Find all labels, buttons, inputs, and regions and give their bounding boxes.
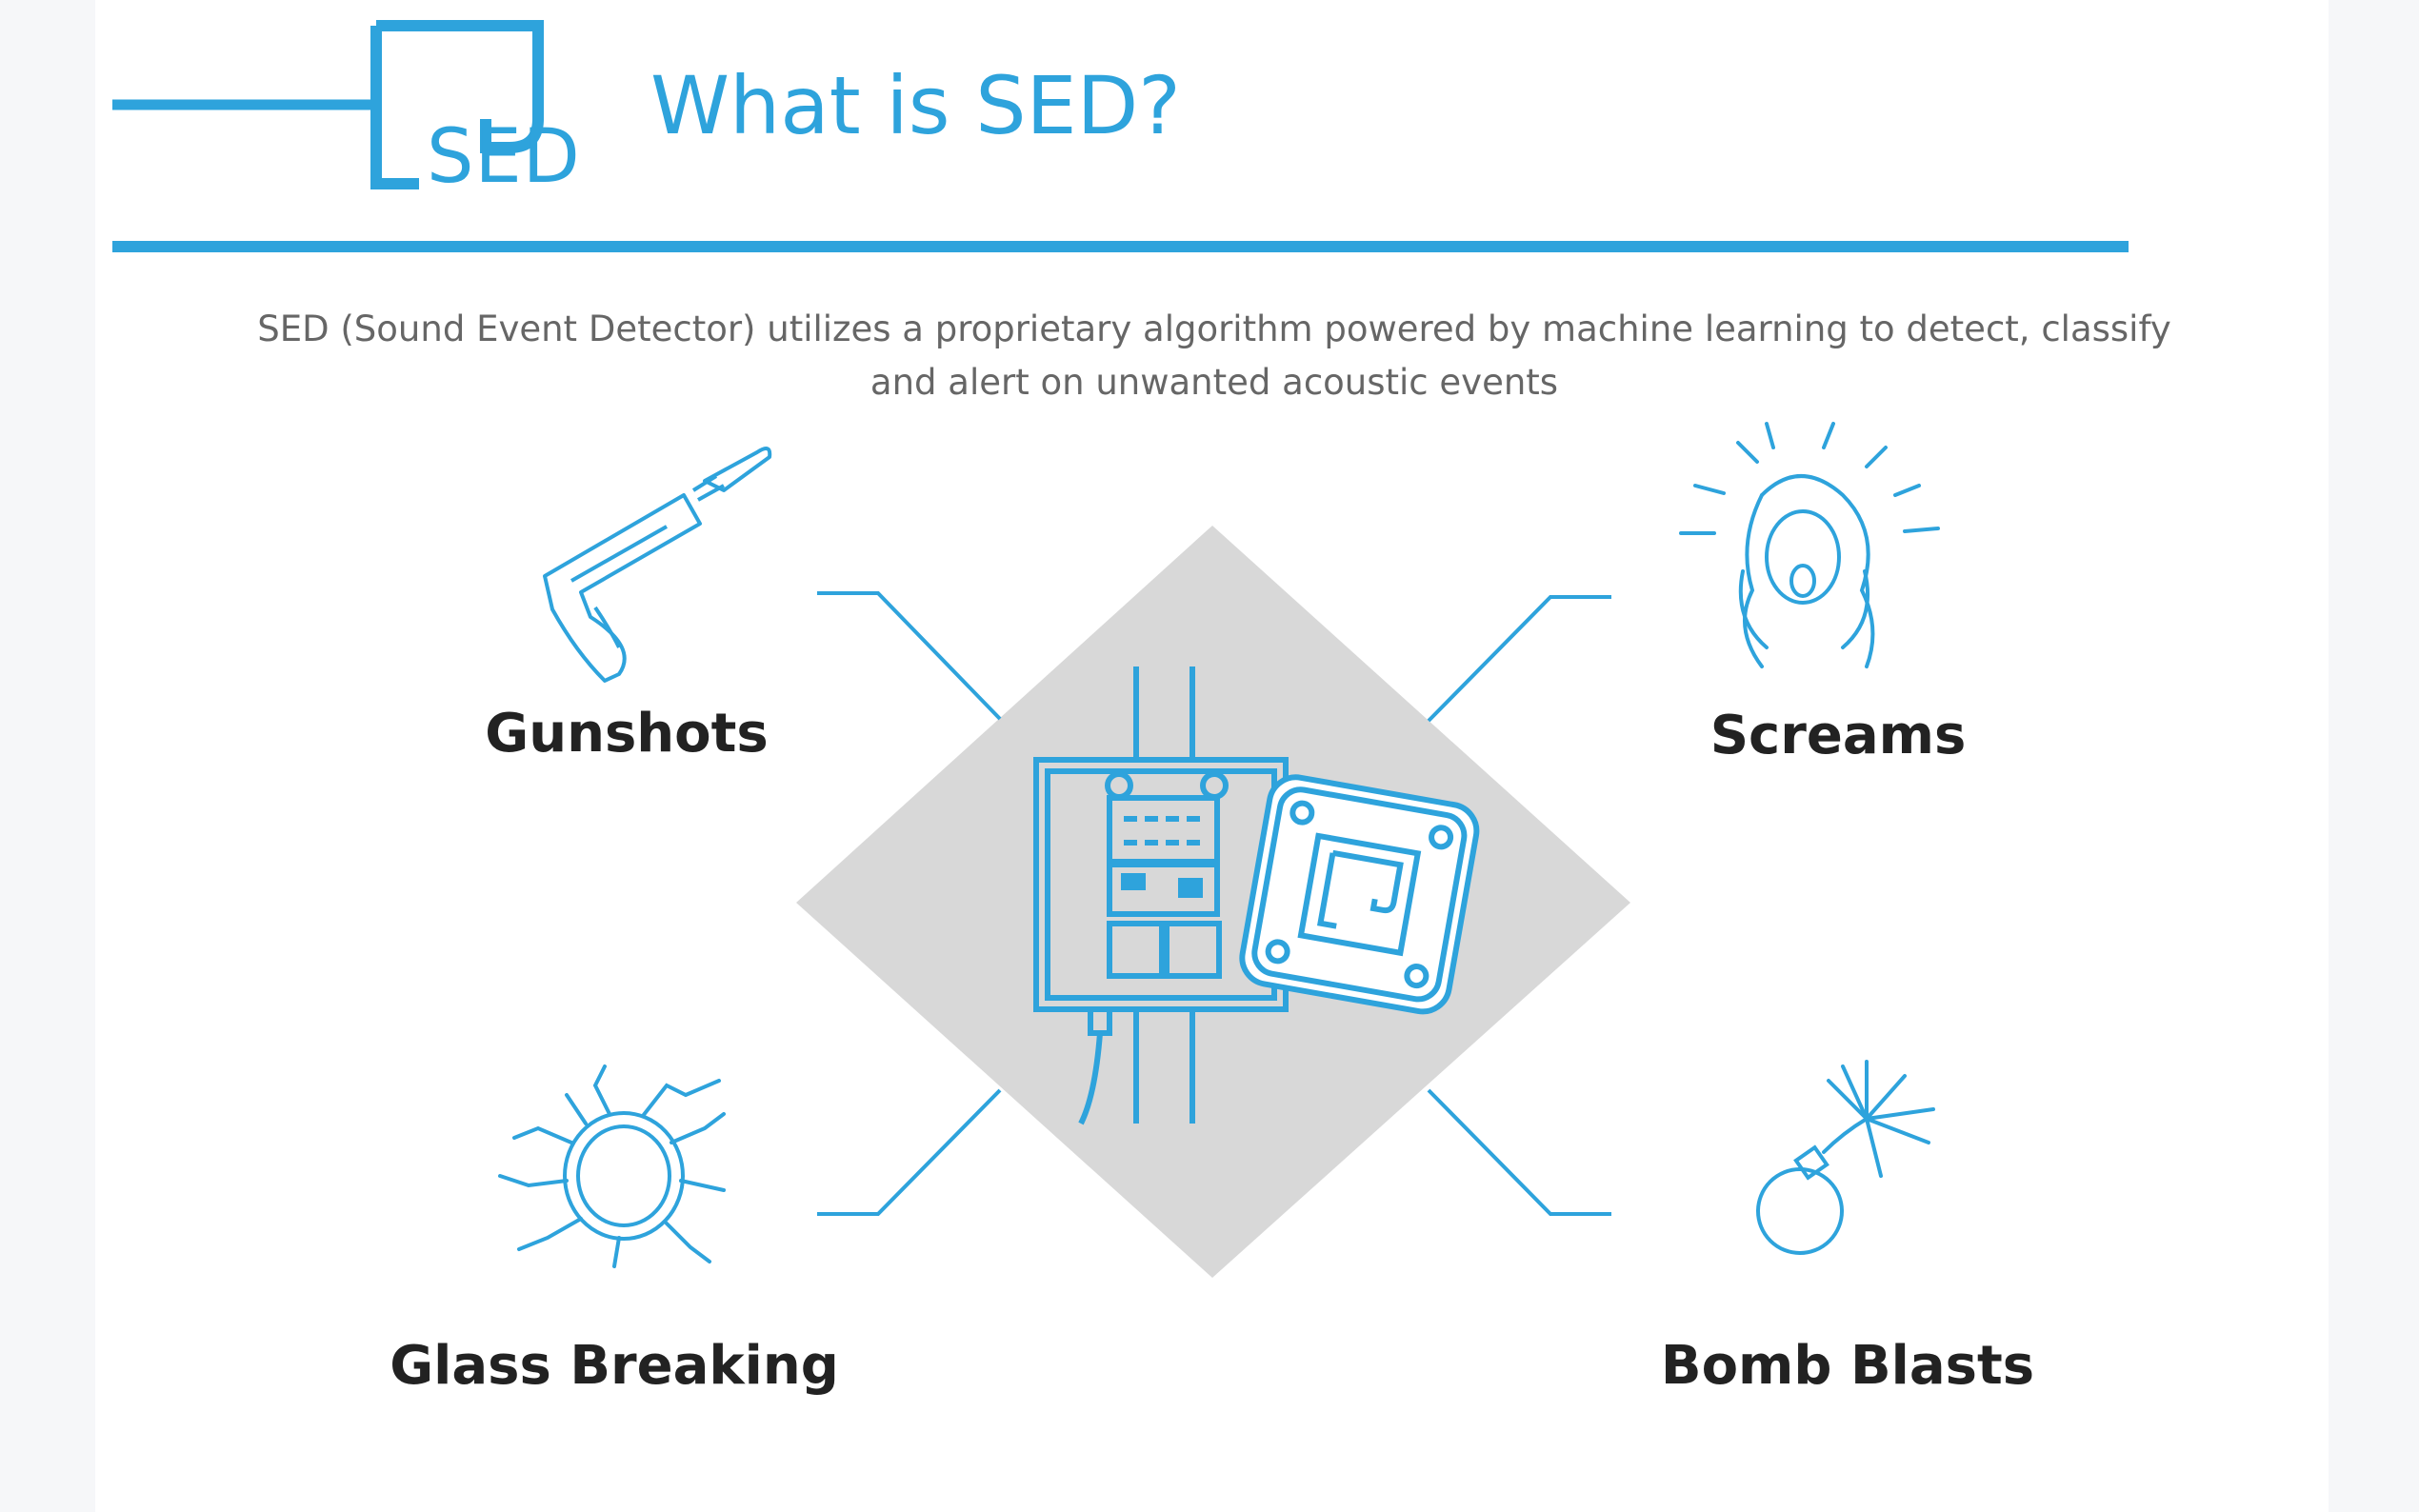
sensor-device-icon	[1033, 666, 1480, 1125]
intro-text: SED (Sound Event Detector) utilizes a pr…	[257, 308, 2171, 403]
sed-logo-text: SED	[427, 114, 581, 200]
sed-logo-icon	[112, 20, 544, 189]
label-glass-breaking: Glass Breaking	[390, 1335, 839, 1397]
label-bomb-blasts: Bomb Blasts	[1660, 1335, 2035, 1397]
gun-icon	[543, 447, 772, 683]
broken-glass-icon	[498, 1064, 726, 1268]
bomb-icon	[1756, 1060, 1935, 1255]
screaming-person-icon	[1679, 422, 1940, 668]
connector-lines	[817, 591, 1611, 1216]
label-gunshots: Gunshots	[485, 703, 769, 765]
page-title: What is SED?	[650, 59, 1181, 152]
label-screams: Screams	[1709, 705, 1967, 766]
